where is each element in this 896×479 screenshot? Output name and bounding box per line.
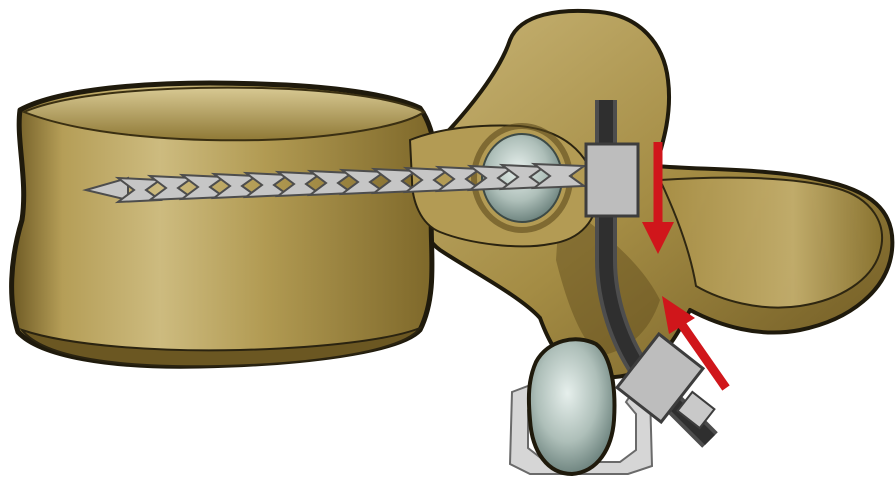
inferior-facet-cartilage: [529, 339, 615, 474]
upper-screw-head: [586, 144, 638, 216]
